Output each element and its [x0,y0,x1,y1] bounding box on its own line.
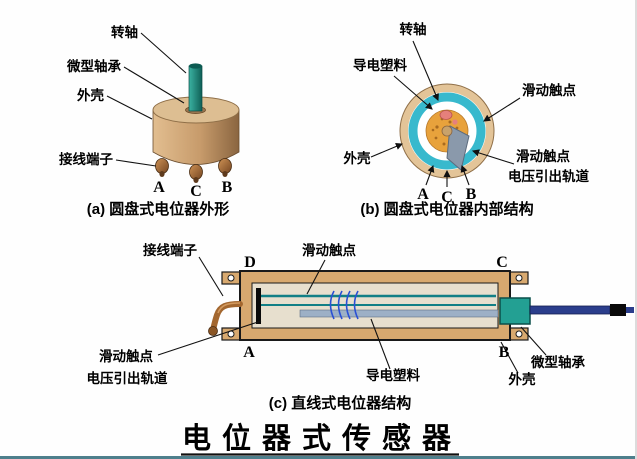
shaft-center-shape [441,125,453,137]
contact-leader [483,97,521,122]
panel-a-caption: (a) 圆盘式电位器外形 [87,200,230,218]
bearing-leader [123,66,185,104]
wiper-rod-shape [299,309,499,318]
corner-b-label: B [499,344,510,361]
shaft-label: 转轴 [111,24,138,40]
shaft-nub-shape [626,307,634,313]
track-leader [471,149,515,165]
terminal-label: 接线端子 [59,151,113,167]
panel-b-caption: (b) 圆盘式电位器内部结构 [360,200,533,218]
panel-c-caption: (c) 直线式电位器结构 [269,394,412,412]
bearing-leader [520,326,547,356]
bearing-label: 微型轴承 [66,58,121,74]
corner-a-label: A [243,344,255,361]
corner-c-label: C [496,254,508,271]
shaft-label: 转轴 [400,21,427,37]
housing-label: 外壳 [77,87,104,103]
plastic-leader [370,318,391,370]
track-label-line1: 滑动触点 [99,348,153,364]
pin-c-label: C [441,189,453,206]
plastic-label: 导电塑料 [366,367,420,383]
pin-c-label: C [190,183,202,200]
shaft-shape [188,65,203,112]
track-label-line2: 电压引出轨道 [508,168,589,184]
terminal-pin-end-shape [208,326,218,336]
panel-c: 接线端子 滑动触点 微型轴承 外壳 导电塑料 滑动触点 电压引出轨道 D C A… [87,242,634,412]
housing-leader [500,341,519,374]
voltage-track-ring-shape [408,92,486,170]
page-title: 电位器式传感器 [182,421,462,455]
terminal-label: 接线端子 [143,242,197,258]
shaft-top-shape [189,63,202,69]
wiper-dot-shape [452,119,458,125]
shaft-leader [412,40,439,101]
contact-leader [306,259,326,295]
track-label-line1: 滑动触点 [516,148,570,164]
tab-holes [227,274,523,338]
wiper-spring-shape [439,110,453,120]
sliding-contact-arcs [329,290,359,320]
pin-a-label: A [417,186,429,203]
micro-bearing-block-shape [499,297,531,325]
right-border [635,0,637,459]
disk-body-shape [152,109,240,165]
bearing-label: 微型轴承 [530,354,585,370]
pin-b-label: B [466,186,477,203]
plastic-label: 导电塑料 [353,57,407,73]
terminal-leader [198,256,224,297]
shaft-leader [140,32,187,74]
track-leader [157,320,262,356]
panel-b: 转轴 导电塑料 滑动触点 外壳 滑动触点 电压引出轨道 A C B (b) 圆盘… [344,21,590,218]
terminal-leader [115,159,157,167]
shaft-tip-shape [610,304,626,316]
pin-a-label: A [153,179,165,196]
pin-b-lead [460,164,470,186]
title-block: 电位器式传感器 [181,421,462,456]
pin-b-label: B [222,179,233,196]
track-label-line2: 电压引出轨道 [87,370,168,386]
plastic-leader [393,75,433,110]
bottom-border [0,456,637,459]
external-shaft-shape [529,305,611,315]
housing-leader [370,143,403,158]
contact-label: 滑动触点 [302,242,356,258]
terminal-pins [155,158,232,183]
contact-label: 滑动触点 [522,82,576,98]
housing-leader [106,95,153,120]
terminal-pin-highlight [217,302,241,314]
housing-label: 外壳 [344,150,371,166]
pin-a-lead [425,164,435,186]
housing-label: 外壳 [509,371,537,387]
track-end-bar-shape [256,288,261,324]
corner-d-label: D [244,254,256,271]
terminal-pin-shape [210,301,243,333]
panel-a: 转轴 微型轴承 外壳 接线端子 A C B (a) 圆盘式电位器外形 [59,24,240,218]
